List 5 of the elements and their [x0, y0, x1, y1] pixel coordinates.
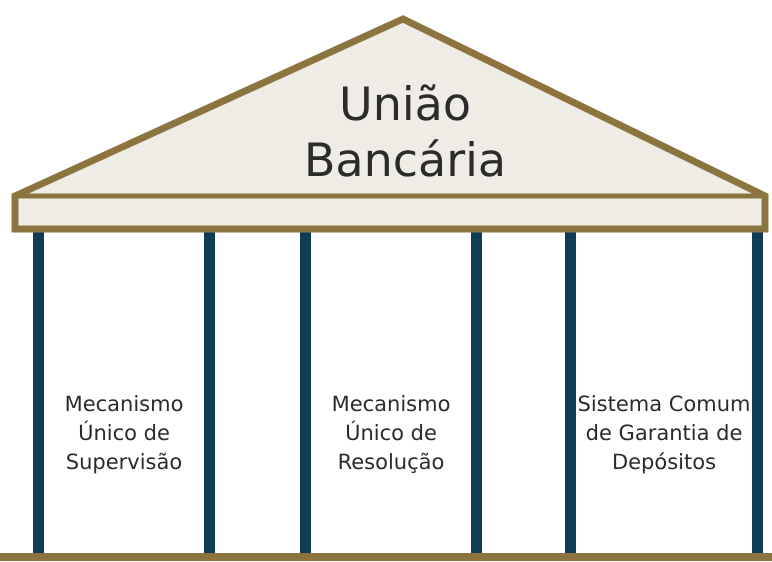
pillar-label: Mecanismo Único de Supervisão: [64, 391, 184, 476]
roof-title: União Bancária: [302, 76, 508, 188]
pillar-label: Sistema Comum de Garantia de Depósitos: [576, 391, 752, 476]
roof-pediment: [10, 14, 770, 234]
pillar-label: Mecanismo Único de Resolução: [330, 391, 452, 476]
